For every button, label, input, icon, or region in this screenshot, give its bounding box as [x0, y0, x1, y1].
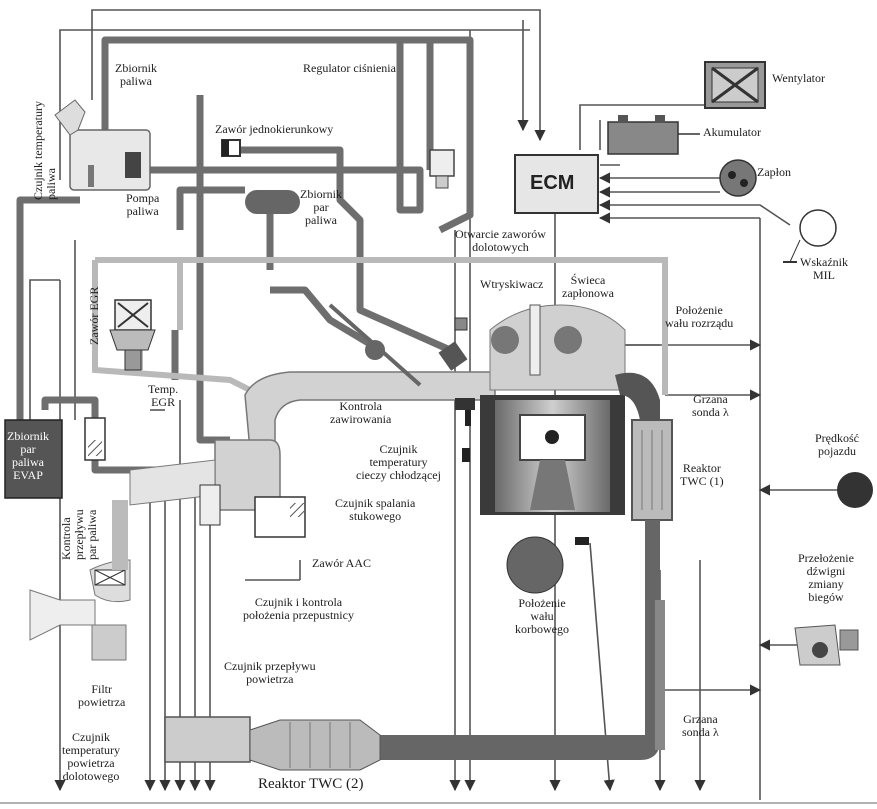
label-coolant-temp-sensor: Czujnik temperatury cieczy chłodzącej: [356, 443, 441, 482]
label-fuel-temp-sensor: Czujnik temperatury paliwa: [32, 101, 58, 200]
battery-icon: [608, 115, 700, 154]
label-fan: Wentylator: [772, 72, 825, 85]
label-knock-sensor: Czujnik spalania stukowego: [335, 497, 415, 523]
engine-block: [455, 305, 625, 515]
label-spark-plug: Świeca zapłonowa: [562, 274, 614, 300]
label-mass-air-flow: Czujnik przepływu powietrza: [224, 660, 316, 686]
label-twc1: Reaktor TWC (1): [680, 462, 724, 488]
ecm-label: ECM: [530, 172, 574, 195]
knock-sensor: [462, 448, 470, 462]
purge-control-valve: [85, 418, 105, 460]
label-throttle-sensor: Czujnik i kontrola położenia przepustnic…: [243, 596, 354, 622]
label-air-filter: Filtr powietrza: [78, 683, 125, 709]
ignition-icon: [720, 160, 756, 196]
label-fuel-pump: Pompa paliwa: [126, 192, 159, 218]
label-twc2: Reaktor TWC (2): [258, 778, 364, 791]
label-intake-valve-opening: Otwarcie zaworów dolotowych: [455, 228, 546, 254]
label-camshaft-position: Położenie wału rozrządu: [665, 304, 733, 330]
label-intake-air-temp: Czujnik temperatury powietrza dolotowego: [62, 731, 120, 783]
fan-icon: [705, 62, 765, 108]
label-swirl-control: Kontrola zawirowania: [330, 400, 391, 426]
label-heated-o2-sensor-1: Grzana sonda λ: [692, 393, 729, 419]
label-ignition: Zapłon: [757, 166, 791, 179]
label-pressure-regulator: Regulator ciśnienia: [303, 62, 396, 75]
label-mil: Wskaźnik MIL: [800, 256, 848, 282]
fuel-lines: [20, 40, 470, 470]
label-heated-o2-sensor-2: Grzana sonda λ: [682, 713, 719, 739]
catalytic-converter-2: [165, 717, 380, 770]
vapor-canister: [245, 190, 300, 214]
label-egr-temp: Temp. EGR: [148, 383, 178, 409]
label-aac-valve: Zawór AAC: [312, 557, 371, 570]
label-egr-valve: Zawór EGR: [88, 287, 101, 345]
gear-position-sensor: [795, 625, 858, 665]
one-way-valve: [222, 140, 240, 156]
label-gear-lever: Przełożenie dźwigni zmiany biegów: [798, 552, 854, 604]
label-battery: Akumulator: [703, 126, 761, 139]
label-vapor-canister: Zbiornik par paliwa: [300, 188, 342, 227]
label-one-way-valve: Zawór jednokierunkowy: [215, 123, 333, 136]
label-evap-canister: Zbiornik par paliwa EVAP: [7, 430, 49, 482]
label-purge-control: Kontrola przepływu par paliwa: [60, 509, 99, 560]
label-fuel-tank: Zbiornik paliwa: [115, 62, 157, 88]
speed-sensor: [837, 472, 873, 508]
crankshaft-sensor: [507, 537, 589, 593]
egr-valve: [110, 300, 155, 370]
label-vehicle-speed: Prędkość pojazdu: [815, 432, 859, 458]
label-crankshaft-position: Położenie wału korbowego: [515, 597, 569, 636]
label-injector: Wtryskiwacz: [480, 278, 543, 291]
coolant-sensor: [465, 410, 471, 426]
pressure-regulator: [430, 150, 454, 188]
